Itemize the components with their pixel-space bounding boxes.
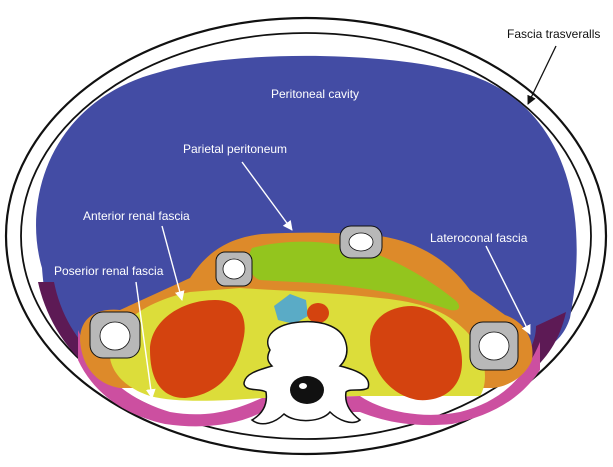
bowel-loop-right-lower: [469, 321, 519, 371]
vertebra: [243, 320, 370, 425]
label-peritoneal-cavity: Peritoneal cavity: [271, 87, 359, 101]
arrow-fascia-trasveralls: [527, 45, 557, 105]
label-parietal-peritoneum: Parietal peritoneum: [183, 142, 287, 156]
bowel-loop-center-upper: [339, 225, 383, 259]
vena-cava: [274, 294, 308, 324]
label-lateroconal-fascia: Lateroconal fascia: [430, 231, 528, 245]
vertebral-canal-highlight: [299, 383, 307, 389]
arrow-posterior-renal-fascia: [135, 281, 156, 399]
bowel-loop-left-upper: [215, 251, 253, 287]
left-kidney: [150, 300, 245, 398]
label-posterior-renal-fascia: Poserior renal fascia: [54, 264, 164, 278]
label-anterior-renal-fascia: Anterior renal fascia: [83, 209, 190, 223]
right-kidney: [370, 306, 462, 401]
label-fascia-trasveralls: Fascia trasveralls: [507, 27, 600, 41]
arrow-lateroconal-fascia: [485, 245, 531, 335]
arrow-anterior-renal-fascia: [161, 225, 185, 301]
bowel-loop-left-lower: [89, 311, 141, 359]
colon-region: [248, 241, 460, 311]
aorta: [307, 303, 329, 323]
vertebral-canal: [290, 376, 324, 404]
arrow-parietal-peritoneum: [241, 161, 293, 231]
